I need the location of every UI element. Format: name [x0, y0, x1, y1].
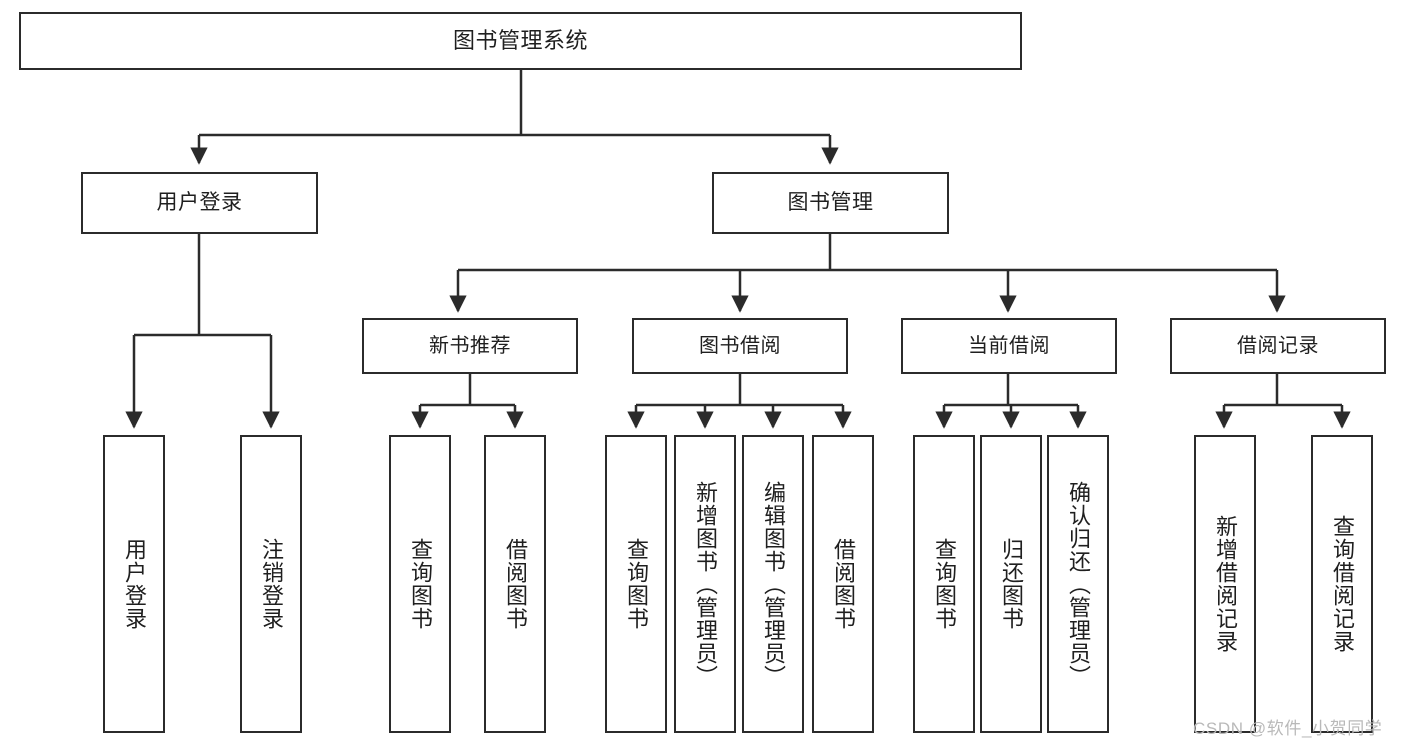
leaf-edit-book-admin[interactable]: 编辑图书（管理员）: [742, 435, 804, 733]
leaf-user-login[interactable]: 用户登录: [103, 435, 165, 733]
node-label: 查询借阅记录: [1329, 515, 1355, 653]
node-label: 注销登录: [258, 538, 284, 630]
csdn-watermark: CSDN @软件_小贺同学: [1193, 719, 1383, 738]
leaf-add-book-admin[interactable]: 新增图书（管理员）: [674, 435, 736, 733]
node-label: 新书推荐: [429, 334, 511, 357]
node-label: 查询图书: [623, 538, 649, 630]
node-label: 编辑图书（管理员）: [760, 480, 786, 688]
leaf-user-logout[interactable]: 注销登录: [240, 435, 302, 733]
node-label: 归还图书: [998, 538, 1024, 630]
leaf-borrow-book[interactable]: 借阅图书: [812, 435, 874, 733]
node-label: 新增图书（管理员）: [692, 480, 718, 688]
leaf-query-book-current[interactable]: 查询图书: [913, 435, 975, 733]
node-label: 借阅图书: [830, 538, 856, 630]
leaf-add-borrow-record[interactable]: 新增借阅记录: [1194, 435, 1256, 733]
node-book-management[interactable]: 图书管理: [712, 172, 949, 234]
leaf-return-book[interactable]: 归还图书: [980, 435, 1042, 733]
node-label: 借阅记录: [1237, 334, 1319, 357]
leaf-query-book-recommend[interactable]: 查询图书: [389, 435, 451, 733]
node-label: 图书管理: [787, 191, 874, 215]
node-label: 用户登录: [156, 191, 243, 215]
node-book-borrow[interactable]: 图书借阅: [632, 318, 848, 374]
node-root-system[interactable]: 图书管理系统: [19, 12, 1022, 70]
node-user-login[interactable]: 用户登录: [81, 172, 318, 234]
node-label: 借阅图书: [502, 538, 528, 630]
leaf-borrow-book-recommend[interactable]: 借阅图书: [484, 435, 546, 733]
node-current-borrow[interactable]: 当前借阅: [901, 318, 1117, 374]
node-borrow-record[interactable]: 借阅记录: [1170, 318, 1386, 374]
node-label: 当前借阅: [968, 334, 1050, 357]
node-label: 用户登录: [121, 538, 147, 630]
node-label: 新增借阅记录: [1212, 515, 1238, 653]
node-label: 图书管理系统: [452, 27, 588, 53]
node-label: 图书借阅: [699, 334, 781, 357]
node-label: 查询图书: [931, 538, 957, 630]
leaf-confirm-return-admin[interactable]: 确认归还（管理员）: [1047, 435, 1109, 733]
leaf-query-borrow-record[interactable]: 查询借阅记录: [1311, 435, 1373, 733]
node-new-book-recommend[interactable]: 新书推荐: [362, 318, 578, 374]
node-label: 查询图书: [407, 538, 433, 630]
leaf-query-book-borrow[interactable]: 查询图书: [605, 435, 667, 733]
node-label: 确认归还（管理员）: [1065, 480, 1091, 688]
